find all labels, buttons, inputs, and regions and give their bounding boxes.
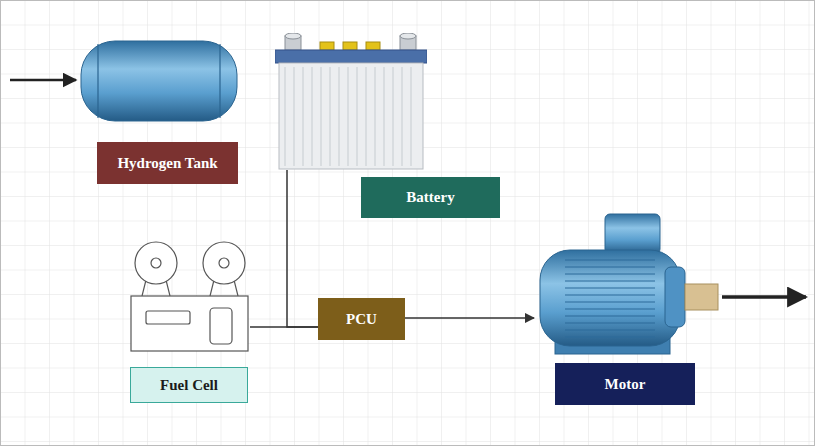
fuel-cell-illustration bbox=[131, 242, 248, 351]
hydrogen-tank: Hydrogen Tank bbox=[80, 40, 238, 122]
label-text: Motor bbox=[605, 376, 646, 393]
label-text: Battery bbox=[406, 189, 454, 206]
name-label: Fuel Cell bbox=[130, 367, 248, 403]
box-text: PCU bbox=[346, 311, 377, 328]
tank-seam bbox=[97, 44, 98, 118]
motor: Motor bbox=[535, 212, 720, 360]
battery-picture bbox=[275, 33, 427, 170]
name-label: Battery bbox=[361, 177, 500, 218]
tank-body bbox=[81, 41, 237, 121]
motor-illustration bbox=[540, 214, 718, 354]
fuel-cell-picture bbox=[130, 240, 250, 352]
connector-line bbox=[250, 326, 318, 328]
fuel-cell: Fuel Cell bbox=[130, 240, 250, 352]
connector-line bbox=[405, 317, 534, 319]
battery-illustration bbox=[275, 33, 427, 169]
pcu-box: PCU bbox=[318, 298, 405, 340]
hydrogen-inlet-arrow bbox=[10, 79, 76, 82]
label-text: Hydrogen Tank bbox=[117, 155, 217, 172]
motor-picture bbox=[535, 212, 720, 360]
tank-seam bbox=[219, 44, 220, 118]
hydrogen-tank-picture bbox=[80, 40, 238, 122]
battery: Battery bbox=[275, 33, 427, 170]
label-text: Fuel Cell bbox=[160, 377, 218, 394]
connector-line bbox=[287, 170, 318, 327]
name-label: Motor bbox=[555, 363, 695, 405]
shaft-output-arrow bbox=[722, 295, 806, 299]
name-label: Hydrogen Tank bbox=[97, 142, 238, 184]
